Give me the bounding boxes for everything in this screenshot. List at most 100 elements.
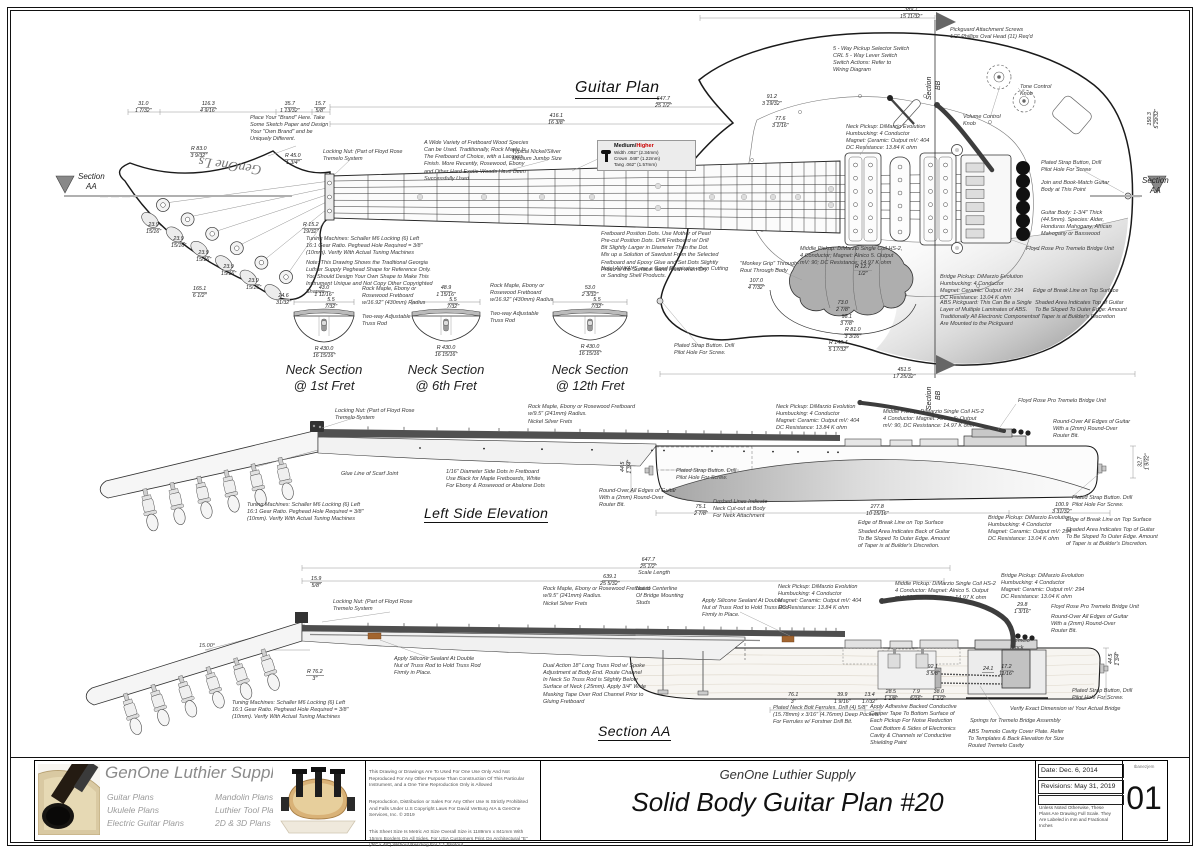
bridge-pickup [919, 152, 957, 246]
section-aa-cutline [55, 175, 1167, 197]
floyd-rose-bridge [951, 144, 1030, 254]
marker-word: Section [1142, 176, 1169, 185]
fretboard-section [302, 625, 845, 637]
fret-spec-title: Medium/Higher [614, 143, 654, 149]
neck-section-note: Two-way Adjustable Truss Rod [490, 311, 539, 325]
plan-note: Typical Nickel/Silver Medium Jumbo Size [512, 149, 562, 163]
tremolo-cavity [934, 649, 1048, 699]
floyd-rose-section [974, 633, 1038, 650]
section-note: Coat Bottom & Sides of Electronics Cavit… [870, 726, 956, 747]
elevation-note: Shaded Area Indicates Top of Guitar To B… [1066, 527, 1158, 548]
neck-back-side [317, 436, 657, 467]
pickup-selector-switch [887, 95, 921, 129]
date-field: Date: Dec. 6, 2014 [1038, 764, 1124, 778]
section-note: Nut to Centerline Of Bridge Mounting Stu… [636, 586, 684, 607]
legal-paragraph: This Drawing or Drawings Are To Used For… [369, 770, 525, 789]
truss-rod-nut-head [367, 632, 382, 640]
fret-spec-row: Tang .062" (1.57mm) [614, 161, 657, 167]
file-name: Ibanezjem [1133, 764, 1155, 769]
plan-note: A Wide Variety of Fretboard Wood Species… [424, 140, 529, 182]
section-note: Floyd Rose Pro Tremelo Bridge Unit [1051, 604, 1139, 610]
locking-nut-side [310, 421, 324, 432]
neck-pickup [844, 152, 882, 246]
cad-linework: GenOne Ls [55, 12, 1167, 737]
section-note: Routed Tremelo Cavity [968, 743, 1024, 749]
blank-field [1038, 795, 1124, 805]
neck-section-note: Rock Maple, Ebony or Rosewood Fretboard … [362, 286, 426, 307]
plan-note: Tone Control Knob [1020, 84, 1052, 98]
plan-note: Neck Pickup: DiMarzio Evolution Humbucki… [846, 124, 930, 152]
section-note: Tremelo Block [1010, 638, 1030, 652]
plan-note: Note: This Drawing Shows the Traditional… [306, 260, 433, 295]
svg-text:BB: BB [935, 390, 942, 400]
neck-bolts [657, 650, 709, 696]
pickups-side [844, 438, 959, 447]
neck-section-note: Rock Maple, Ebony or Rosewood Fretboard … [490, 283, 554, 304]
plan-note: Locking Nut: (Part of Floyd Rose Tremelo… [323, 149, 403, 163]
neck-section-1st [293, 299, 355, 343]
elevation-view [99, 399, 1136, 533]
svg-text:Section: Section [926, 77, 933, 100]
sheet-title: Solid Body Guitar Plan #20 [631, 787, 944, 817]
elevation-title: Left Side Elevation [424, 505, 549, 523]
section-note: ABS Tremolo Cavity Cover Plate. Refer To… [968, 729, 1064, 743]
fret-lines [367, 161, 837, 233]
fret-spec-row: Crown .048" (1.22mm) [614, 155, 661, 161]
position-dots [417, 182, 835, 211]
electronics-cavity [877, 648, 937, 690]
svg-text:BB: BB [935, 80, 942, 90]
truss-rod-nut-body [781, 635, 795, 643]
elevation-note: 1/16" Diameter Side Dots in Fretboard Us… [446, 469, 545, 490]
section-note: Plated Strap Button, Drill Pilot Hole Fo… [1072, 688, 1133, 702]
elevation-note: Bridge Pickup: DiMarzio Evolution Humbuc… [988, 515, 1072, 543]
side-dots [419, 447, 839, 454]
section-note: Locking Nut: (Part of Floyd Rose Tremelo… [333, 599, 413, 613]
plan-note: Shaded Area Indicates Top of Guitar To B… [1035, 300, 1127, 321]
floyd-rose-side [963, 428, 1031, 447]
neck-section-6th [411, 299, 481, 342]
section-note: Tuning Machines: Schaller M6 Locking (6)… [232, 700, 349, 721]
brand-categories-col2: Mandolin Plans Luthier Tool Plans 2D & 3… [215, 792, 283, 829]
titleblock-divider [1035, 761, 1036, 840]
plan-view: GenOne Ls [55, 12, 1167, 410]
scarf-joint-line [251, 449, 319, 469]
plan-note: Guitar Body: 1-3/4" Thick (44.5mm). Spec… [1041, 210, 1112, 238]
strap-button-horn [656, 297, 664, 305]
plan-note: Floyd Rose Pro Tremelo Bridge Unit [1026, 246, 1114, 252]
logo-photo-guitar-cutaway [37, 752, 101, 840]
fret-profile-icon [601, 150, 611, 164]
elevation-note: Rock Maple, Ebony or Rosewood Fretboard … [528, 404, 635, 418]
locking-nut-section [295, 612, 308, 623]
section-note: Apply Silicone Sealant At Double Nut of … [702, 598, 789, 619]
marker-word: Section [78, 172, 105, 181]
section-note: Nickel Silver Frets [543, 601, 588, 607]
fretboard-side [318, 429, 840, 441]
elevation-note: Edge of Break Line on Top Surface [858, 520, 944, 526]
fret-ticks-section [367, 622, 837, 631]
plan-note: Plated Strap Button, Drill Pilot Hole Fo… [1041, 160, 1102, 174]
